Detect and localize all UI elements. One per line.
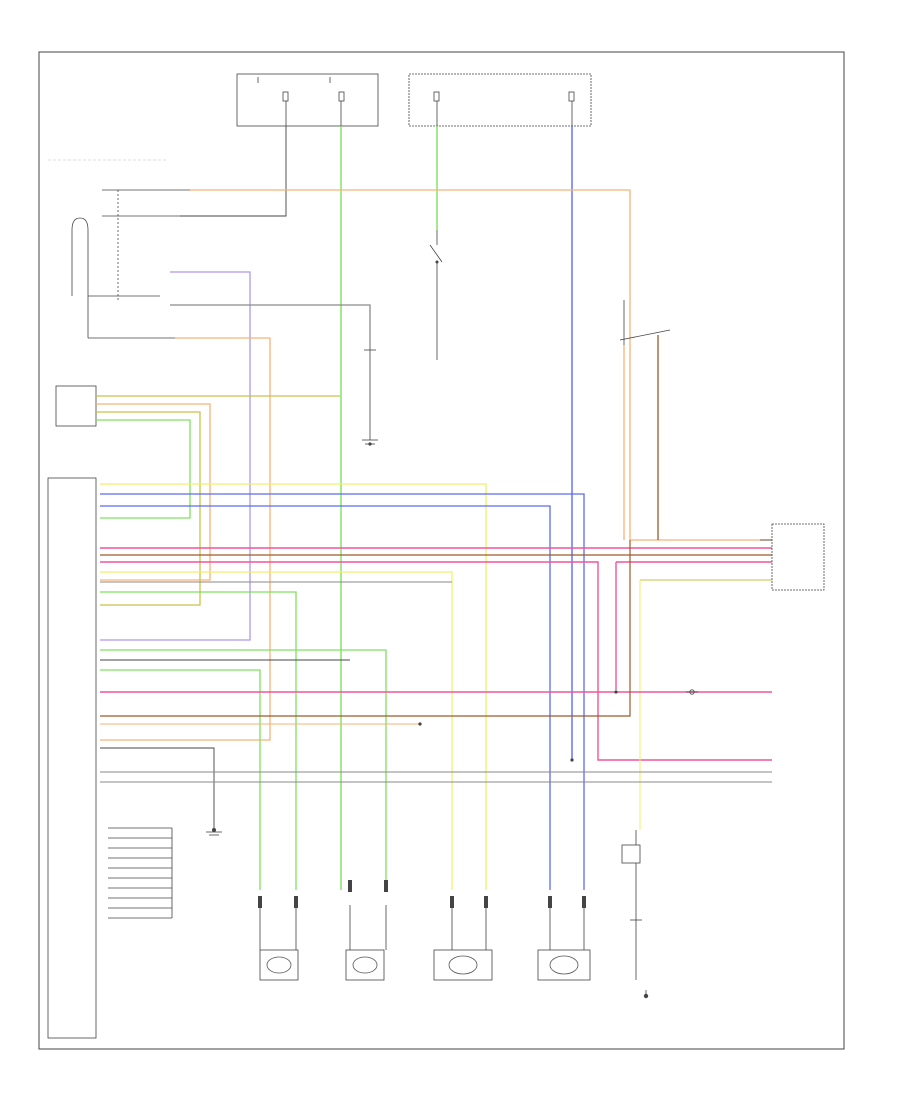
lr-wheel-sensor	[433, 905, 493, 981]
wire-green-6	[100, 669, 261, 890]
abs-pump-relay	[760, 523, 825, 591]
relay-center	[362, 330, 378, 445]
wire-brown-2	[100, 540, 631, 717]
pin-block	[108, 827, 173, 919]
wire-orange-3	[96, 403, 211, 581]
lf-wheel-sensor	[259, 905, 299, 981]
wire-orange-top	[190, 189, 772, 541]
sensor-connectors	[258, 880, 586, 908]
wire-blue-2	[100, 493, 585, 890]
fuse-box-left	[236, 73, 379, 127]
rr-wheel-sensor	[537, 905, 591, 981]
abs-control-unit	[47, 385, 97, 1039]
wire-ground-1	[100, 747, 215, 830]
wire-green-4	[100, 591, 297, 890]
wire-lavender	[100, 271, 251, 641]
wire-olive-2	[96, 411, 201, 606]
wire-green-5	[100, 649, 387, 890]
wire-blue-3	[100, 505, 551, 890]
ignition-switch	[71, 189, 190, 339]
brake-light-switch	[429, 230, 443, 360]
rf-wheel-sensor	[345, 905, 387, 981]
wire-yellow-1	[100, 483, 487, 890]
wire-green-3	[96, 419, 191, 519]
brake-switch	[621, 830, 649, 999]
wire-yellow-2	[100, 571, 453, 890]
diagram-frame	[38, 51, 845, 1050]
ground-symbol	[206, 831, 222, 836]
junction-dots	[212, 442, 618, 832]
wire-gray-top	[170, 304, 371, 330]
wire-black-1	[180, 126, 287, 217]
wire-pink-2	[100, 561, 772, 761]
wire-orange-2	[100, 337, 271, 741]
fuse-box-right	[408, 73, 592, 127]
data-link-connector	[686, 689, 698, 695]
right-relay	[619, 300, 671, 540]
